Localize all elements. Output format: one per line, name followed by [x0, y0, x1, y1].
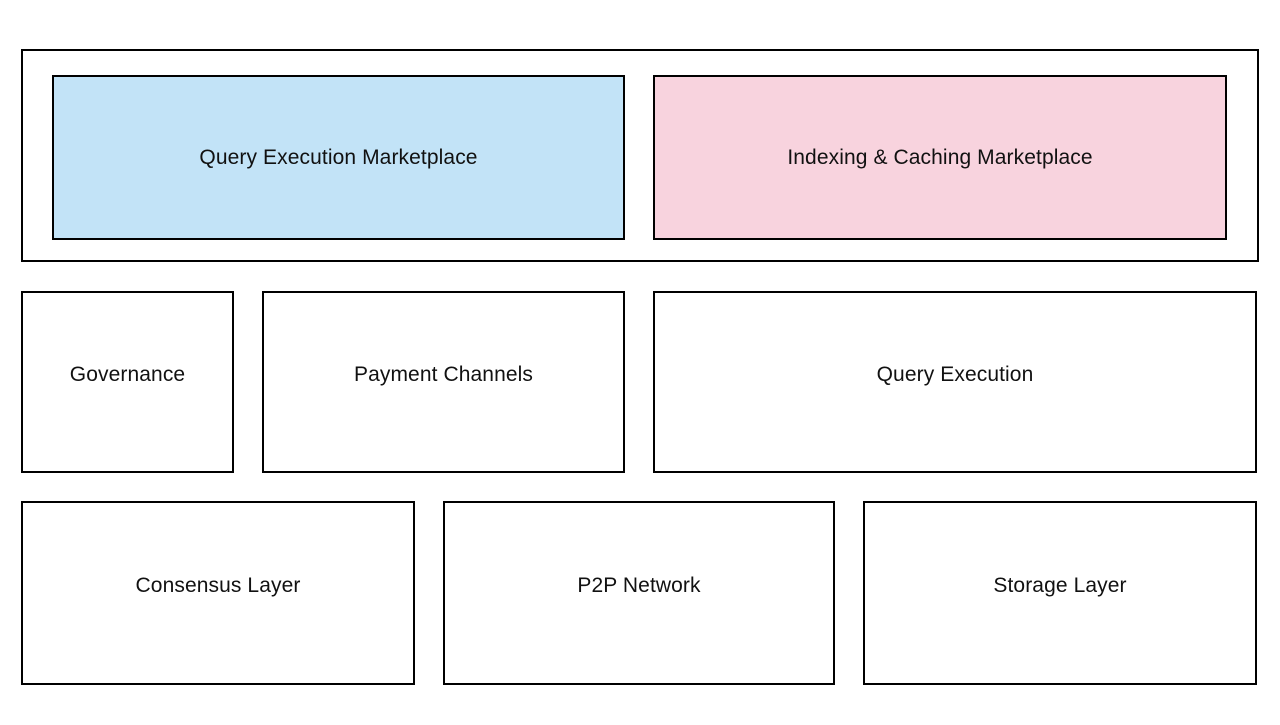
node-storage-layer[interactable]: Storage Layer: [863, 501, 1257, 685]
node-p2p-network[interactable]: P2P Network: [443, 501, 835, 685]
node-query-execution-marketplace[interactable]: Query Execution Marketplace: [52, 75, 625, 240]
node-label-indexing-caching-marketplace: Indexing & Caching Marketplace: [787, 145, 1093, 169]
node-label-consensus-layer: Consensus Layer: [135, 574, 301, 597]
node-payment-channels[interactable]: Payment Channels: [262, 291, 625, 473]
node-governance[interactable]: Governance: [21, 291, 234, 473]
node-label-governance: Governance: [69, 363, 186, 386]
node-label-p2p-network: P2P Network: [577, 574, 701, 597]
node-label-storage-layer: Storage Layer: [993, 574, 1127, 597]
node-consensus-layer[interactable]: Consensus Layer: [21, 501, 415, 685]
node-label-query-execution: Query Execution: [876, 363, 1034, 386]
node-indexing-caching-marketplace[interactable]: Indexing & Caching Marketplace: [653, 75, 1227, 240]
node-query-execution[interactable]: Query Execution: [653, 291, 1257, 473]
node-label-payment-channels: Payment Channels: [353, 363, 534, 386]
node-label-query-execution-marketplace: Query Execution Marketplace: [199, 145, 478, 169]
